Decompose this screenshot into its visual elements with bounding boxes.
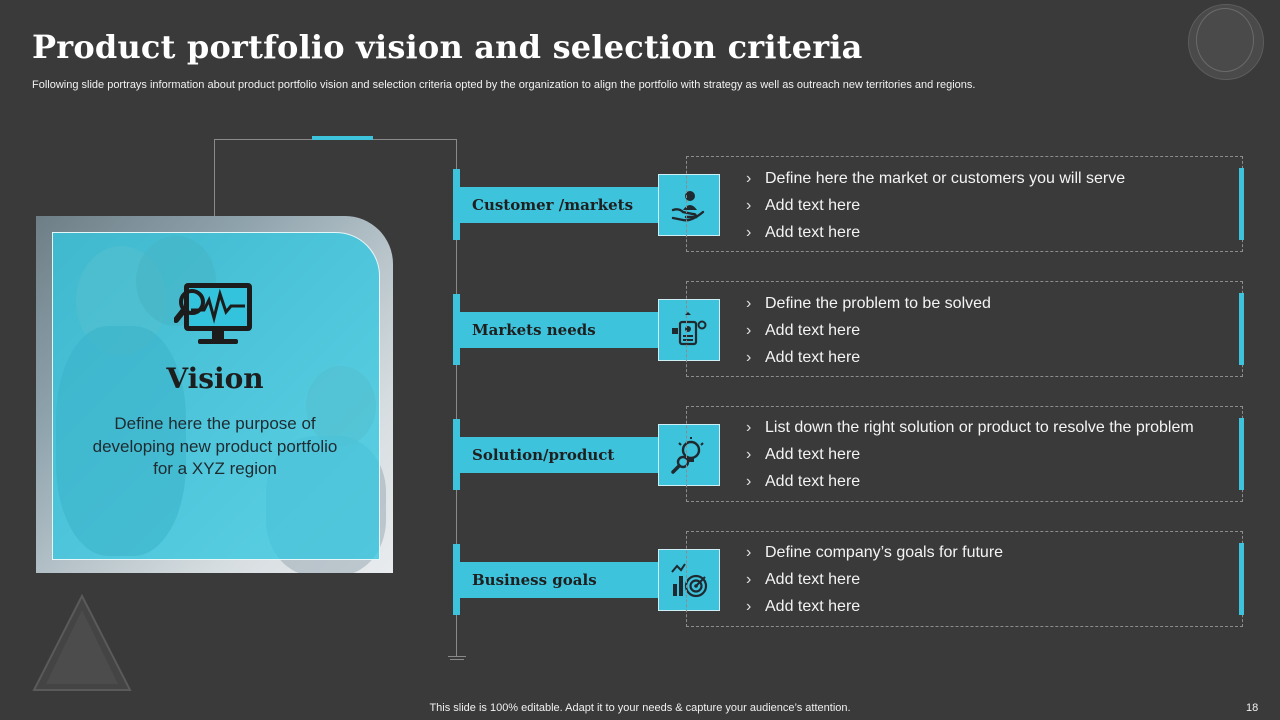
connector-foot-2 [450,659,464,660]
label-accent-bar [453,294,460,365]
criteria-label-business-goals: Business goals [460,562,668,598]
chevron-right-icon: › [746,446,752,463]
bullet-item: ›Add text here [746,441,1194,468]
bullet-item: ›Add text here [746,566,1003,593]
chevron-right-icon: › [746,473,752,490]
slide-subtitle: Following slide portrays information abo… [32,79,976,91]
chevron-right-icon: › [746,322,752,339]
bullet-item: ›Add text here [746,468,1194,495]
criteria-label-markets-needs: Markets needs [460,312,668,348]
chevron-right-icon: › [746,419,752,436]
page-number: 18 [1246,702,1259,714]
chevron-right-icon: › [746,170,752,187]
slide-title: Product portfolio vision and selection c… [32,28,863,66]
monitor-analytics-icon [174,283,252,344]
decorative-triangle [32,593,132,691]
connector-left [214,139,215,217]
connector-accent [312,136,373,140]
slide-footer: This slide is 100% editable. Adapt it to… [429,702,851,714]
chevron-right-icon: › [746,224,752,241]
vision-description: Define here the purpose of developing ne… [92,414,338,478]
chevron-right-icon: › [746,197,752,214]
connector-trunk [456,139,457,657]
bullet-item: ›Define company’s goals for future [746,539,1003,566]
label-accent-bar [453,419,460,490]
label-accent-bar [453,169,460,240]
lightbulb-search-icon [658,424,720,486]
clipboard-needs-icon [658,299,720,361]
chevron-right-icon: › [746,349,752,366]
chevron-right-icon: › [746,295,752,312]
criteria-label-customer-markets: Customer /markets [460,187,668,223]
decorative-circle-outline [1196,8,1254,72]
chevron-right-icon: › [746,598,752,615]
label-accent-bar [453,544,460,615]
bullet-item: ›Define here the market or customers you… [746,165,1125,192]
panel-accent-bar [1239,418,1244,490]
criteria-bullets: ›Define the problem to be solved ›Add te… [746,290,991,371]
criteria-bullets: ›Define here the market or customers you… [746,165,1125,246]
bullet-item: ›Add text here [746,344,991,371]
bullet-item: ›Add text here [746,317,991,344]
chevron-right-icon: › [746,544,752,561]
chart-target-icon [658,549,720,611]
bullet-item: ›Add text here [746,192,1125,219]
bullet-item: ›Add text here [746,593,1003,620]
chevron-right-icon: › [746,571,752,588]
hand-person-icon [658,174,720,236]
bullet-item: ›Add text here [746,219,1125,246]
criteria-bullets: ›Define company’s goals for future ›Add … [746,539,1003,620]
vision-title: Vision [166,362,264,395]
criteria-bullets: ›List down the right solution or product… [746,414,1194,495]
criteria-label-solution-product: Solution/product [460,437,668,473]
connector-foot [448,656,466,657]
panel-accent-bar [1239,168,1244,240]
bullet-item: ›Define the problem to be solved [746,290,991,317]
panel-accent-bar [1239,543,1244,615]
bullet-item: ›List down the right solution or product… [746,414,1194,441]
panel-accent-bar [1239,293,1244,365]
